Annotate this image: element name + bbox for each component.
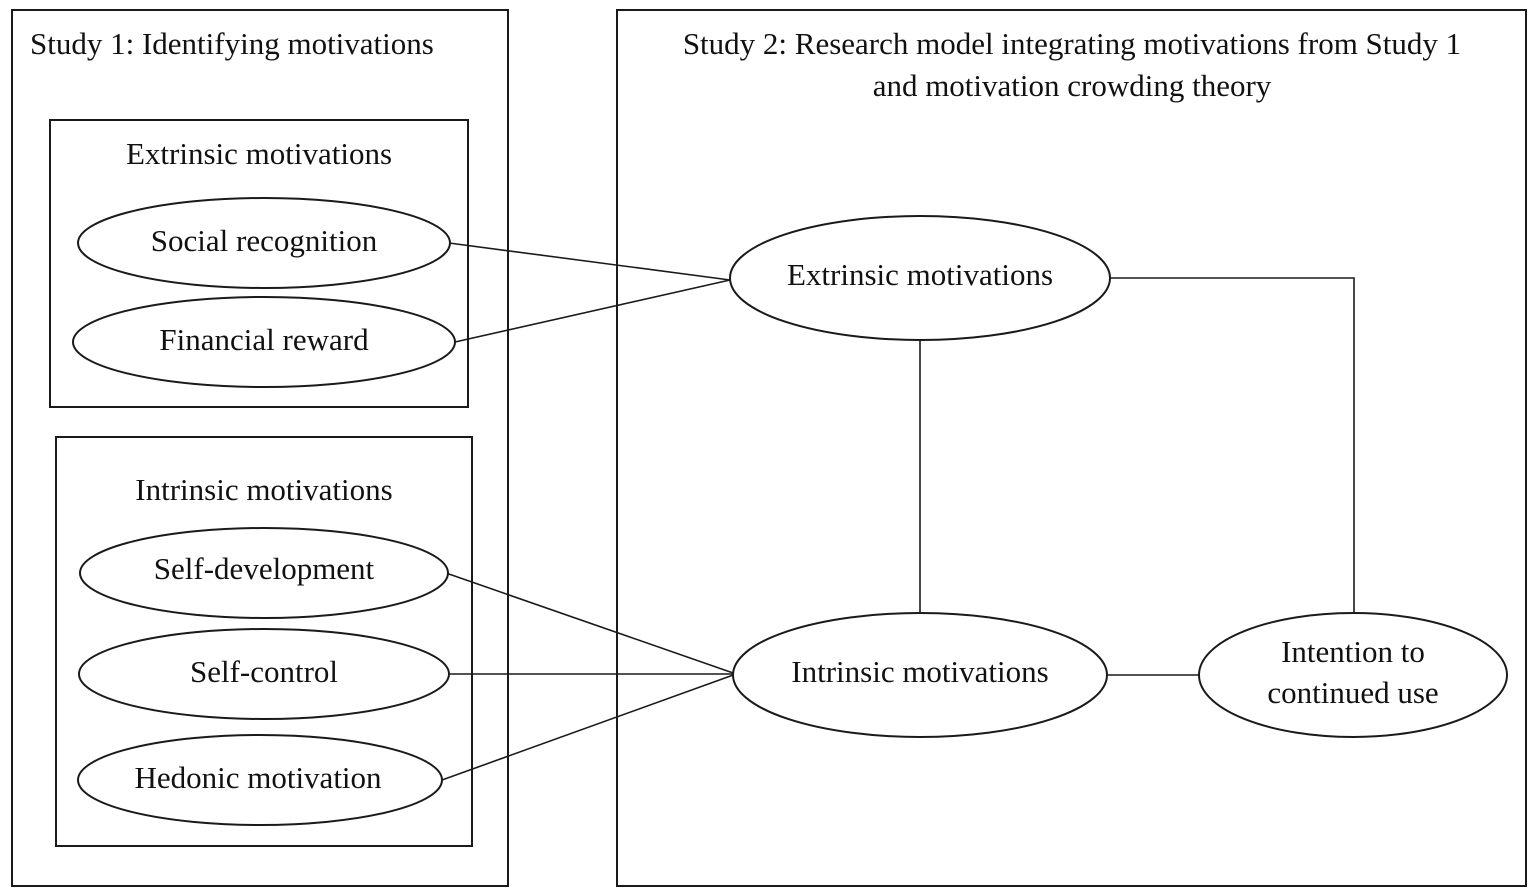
label-self-control: Self-control [190,654,338,689]
label-self-development: Self-development [154,551,375,586]
intrinsic-group-box [55,436,473,847]
study2-title-line2: and motivation crowding theory [873,68,1272,103]
study2-title-line1: Study 2: Research model integrating moti… [683,26,1461,61]
label-extrinsic-motivations: Extrinsic motivations [787,257,1053,292]
node-intention-to-continued-use [1198,612,1508,738]
node-financial-reward [72,296,456,388]
label-intention-line1: Intention to [1281,634,1425,669]
label-social-recognition: Social recognition [151,223,378,258]
edge-financial-reward-to-extrinsic [454,279,731,343]
study2-panel [616,9,1527,887]
node-social-recognition [77,197,451,289]
node-self-control [78,628,450,720]
label-financial-reward: Financial reward [159,322,369,357]
study1-title: Study 1: Identifying motivations [30,26,434,61]
node-intrinsic-motivations [732,612,1108,738]
edge-extrinsic-to-intention [1110,277,1355,613]
extrinsic-group-title: Extrinsic motivations [126,136,392,171]
node-hedonic-motivation [77,734,443,826]
intrinsic-group-title: Intrinsic motivations [135,472,392,507]
edge-social-recognition-to-extrinsic [448,242,731,281]
label-hedonic-motivation: Hedonic motivation [134,760,382,795]
extrinsic-group-box [49,119,469,408]
edge-self-development-to-intrinsic [445,572,737,675]
edge-hedonic-to-intrinsic [441,673,737,781]
node-self-development [79,527,449,619]
label-intention-line2: continued use [1267,675,1438,710]
label-intrinsic-motivations: Intrinsic motivations [791,654,1048,689]
node-extrinsic-motivations [729,215,1111,341]
study1-panel [11,9,509,887]
